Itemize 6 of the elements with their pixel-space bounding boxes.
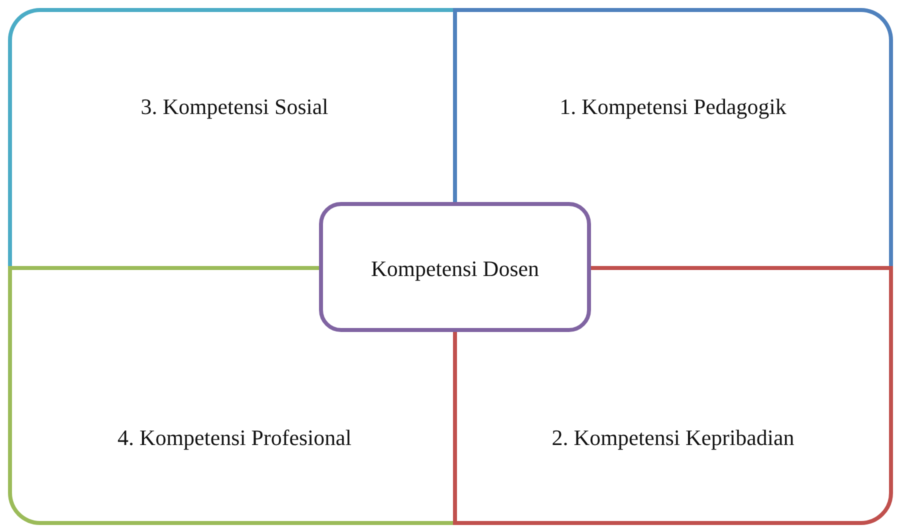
node-label: 4. Kompetensi Profesional xyxy=(116,425,353,451)
node-label: 2. Kompetensi Kepribadian xyxy=(550,425,796,451)
node-label: 3. Kompetensi Sosial xyxy=(140,94,330,120)
node-label: 1. Kompetensi Pedagogik xyxy=(558,94,788,120)
center-box xyxy=(319,202,591,332)
node-label: Kompetensi Dosen xyxy=(370,256,540,282)
